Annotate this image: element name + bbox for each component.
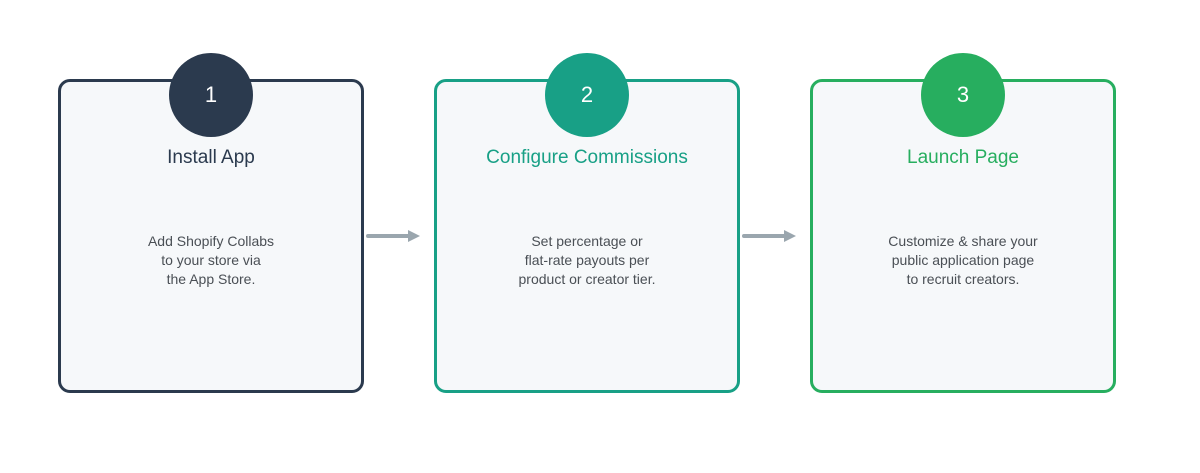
step-number-badge: 1 (169, 53, 253, 137)
step-description: Customize & share your public applicatio… (833, 232, 1093, 289)
step-card-configure-commissions: 2 Configure Commissions Set percentage o… (434, 53, 740, 393)
step-description-line: flat-rate payouts per (524, 252, 650, 268)
step-description-line: to recruit creators. (906, 271, 1020, 287)
arrow-right-icon (742, 230, 796, 242)
step-description-line: Customize & share your (888, 233, 1038, 249)
step-description-line: Add Shopify Collabs (147, 233, 275, 249)
step-number-badge: 2 (545, 53, 629, 137)
step-number-badge: 3 (921, 53, 1005, 137)
step-title: Launch Page (907, 147, 1019, 168)
step-description-line: public application page (891, 252, 1035, 268)
step-description: Set percentage or flat-rate payouts per … (457, 232, 717, 289)
step-title: Install App (167, 147, 255, 168)
step-card-install-app: 1 Install App Add Shopify Collabs to you… (58, 53, 364, 393)
arrow-right-icon (366, 230, 420, 242)
step-description-line: to your store via (161, 252, 261, 268)
step-card-launch-page: 3 Launch Page Customize & share your pub… (810, 53, 1116, 393)
step-description-line: product or creator tier. (518, 271, 656, 287)
step-description-line: the App Store. (166, 271, 256, 287)
step-description-line: Set percentage or (531, 233, 643, 249)
step-description: Add Shopify Collabs to your store via th… (81, 232, 341, 289)
step-title: Configure Commissions (486, 147, 688, 168)
